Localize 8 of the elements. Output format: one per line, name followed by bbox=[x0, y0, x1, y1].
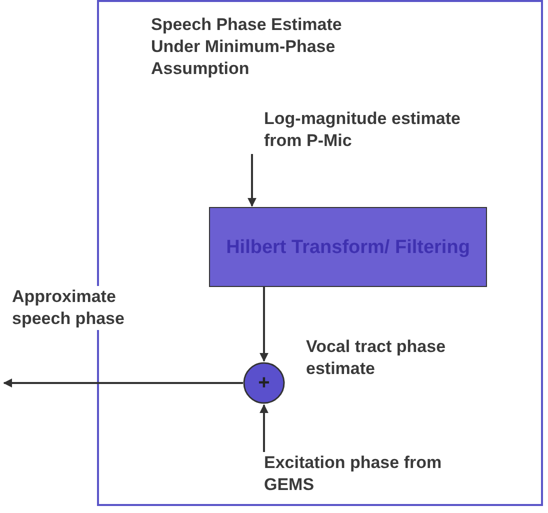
input-label: Excitation phase from GEMS bbox=[247, 452, 487, 496]
arrow bbox=[260, 287, 268, 362]
arrow bbox=[3, 378, 243, 388]
input-label: Log-magnitude estimate from P-Mic bbox=[247, 108, 487, 152]
frame-title: Speech Phase Estimate Under Minimum-Phase Assumption bbox=[151, 14, 343, 80]
arrow bbox=[248, 154, 256, 207]
arrow bbox=[260, 404, 268, 452]
summing-junction: + bbox=[243, 362, 285, 404]
